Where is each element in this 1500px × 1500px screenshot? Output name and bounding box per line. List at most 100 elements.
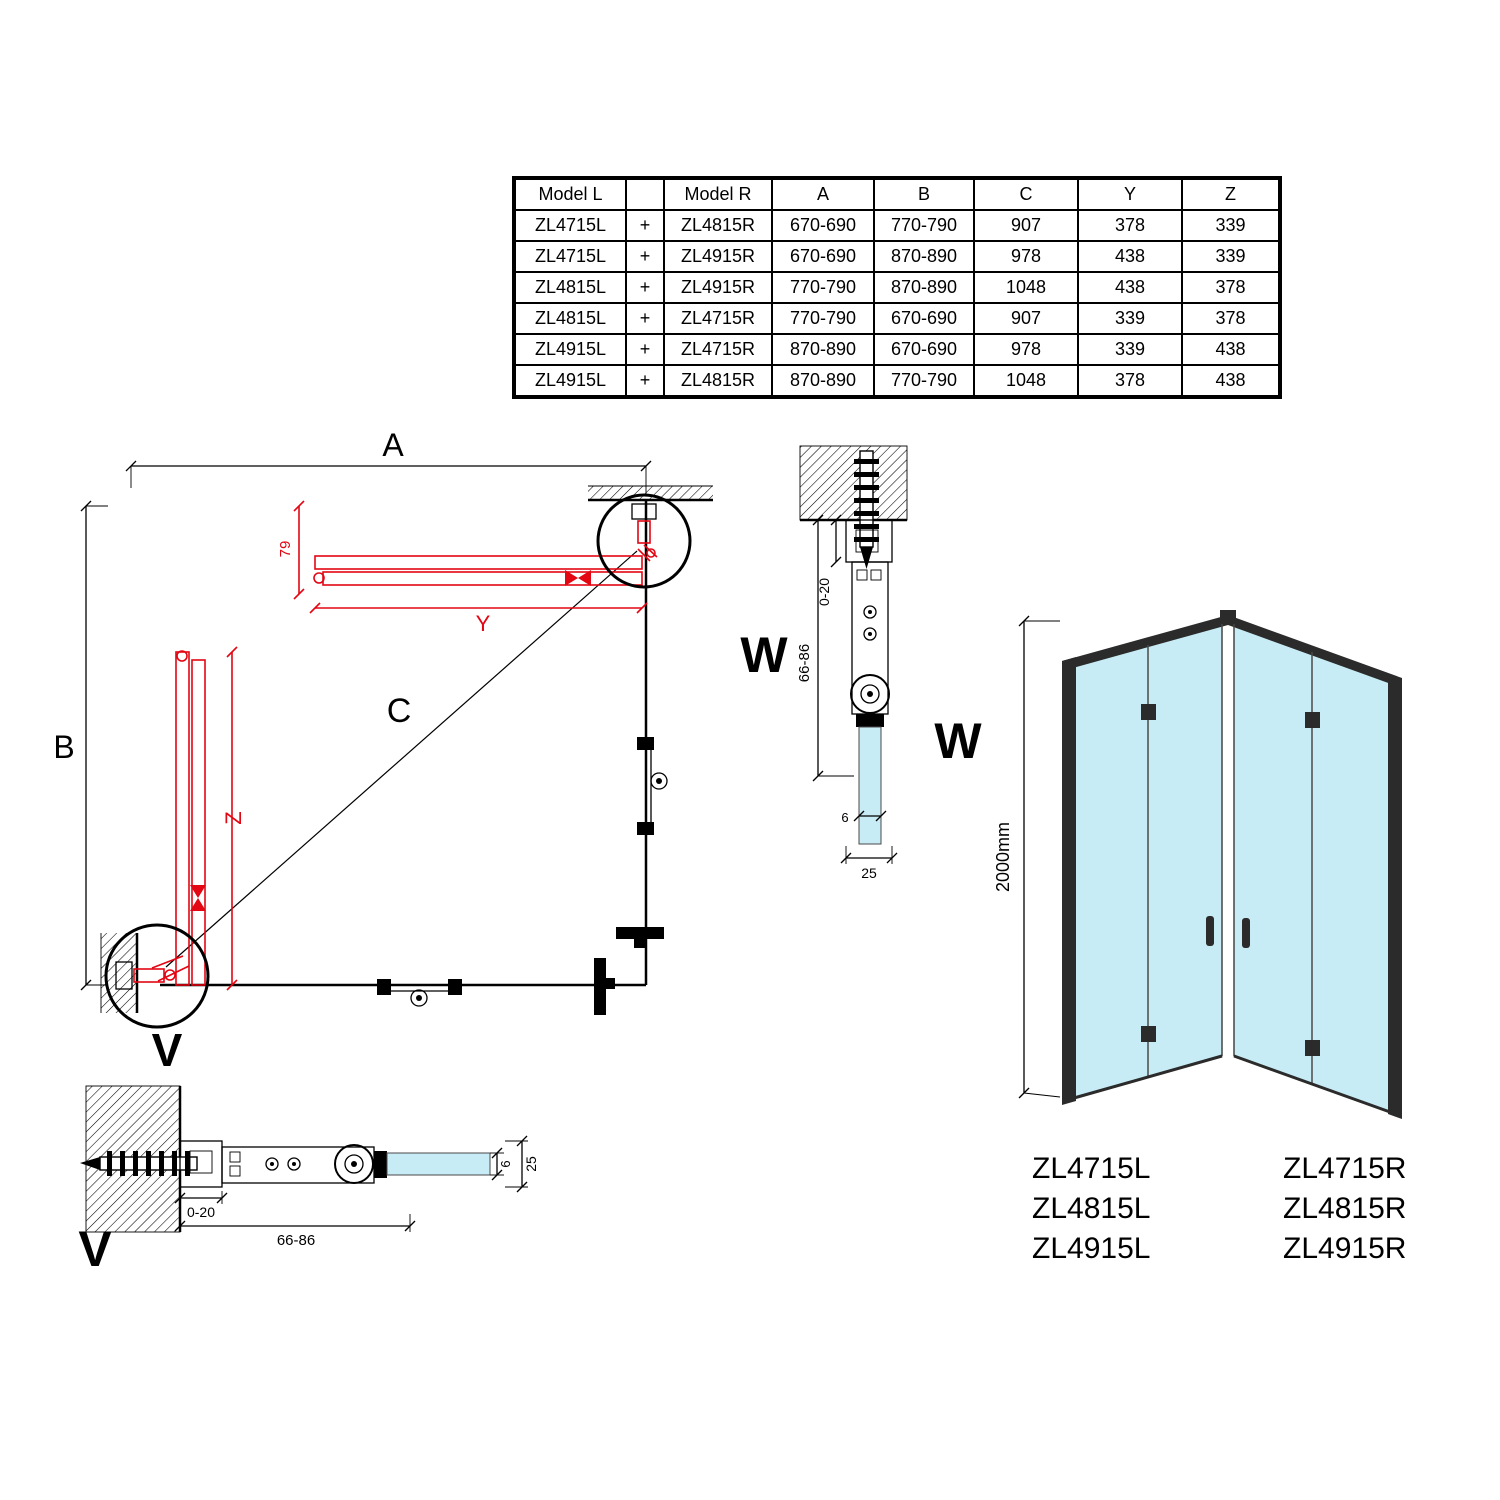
- cell: ZL4915L: [513, 333, 627, 366]
- dim-25-label: 25: [861, 865, 877, 881]
- cell: 978: [973, 333, 1079, 366]
- col-model-l: Model L: [513, 177, 627, 211]
- cell: 870-890: [771, 364, 875, 398]
- cell: 438: [1181, 364, 1281, 398]
- cell: ZL4915R: [663, 240, 773, 273]
- cell: ZL4715R: [663, 302, 773, 335]
- hinge-icon: [1305, 712, 1320, 728]
- cell: ZL4815R: [663, 209, 773, 242]
- model-label-left: ZL4915L: [1032, 1232, 1150, 1265]
- wall-profile-right: [1388, 675, 1402, 1119]
- dim-adjust-v: 66-86: [174, 1214, 416, 1249]
- dim-b-label: B: [53, 729, 74, 765]
- cell: ZL4715L: [513, 209, 627, 242]
- dim-6-label: 6: [841, 810, 848, 825]
- bottom-rail-left: [1073, 1054, 1223, 1100]
- model-dimension-table: Model L Model R A B C Y Z ZL4715L+ZL4815…: [512, 176, 1282, 399]
- cell: 670-690: [771, 209, 875, 242]
- detail-v-plan-label: V: [152, 1024, 183, 1076]
- model-label-left: ZL4715L: [1032, 1152, 1150, 1185]
- cell: ZL4815L: [513, 271, 627, 304]
- detail-circle-top: [596, 493, 692, 589]
- cell: 378: [1181, 271, 1281, 304]
- cell: ZL4815R: [663, 364, 773, 398]
- cell: 378: [1181, 302, 1281, 335]
- model-label-right: ZL4715R: [1283, 1152, 1406, 1185]
- dim-b: B: [53, 500, 108, 991]
- cell: 670-690: [873, 333, 975, 366]
- dim-25-label: 25: [523, 1156, 539, 1172]
- dim-a-label: A: [382, 427, 404, 463]
- dim-profile-v: 25: [505, 1135, 539, 1193]
- cell: ZL4715R: [663, 333, 773, 366]
- top-rail-right: [1228, 615, 1402, 688]
- hinge-icon: [1305, 1040, 1320, 1056]
- section-v: 0-20 66-86 6: [78, 1085, 539, 1277]
- model-label-right: ZL4815R: [1283, 1192, 1406, 1225]
- dim-glass-w: 6: [841, 810, 887, 825]
- door-handle-right: [1242, 918, 1250, 948]
- col-c: C: [973, 177, 1079, 211]
- cell: 670-690: [771, 240, 875, 273]
- glass-panel-section-w: [858, 726, 882, 845]
- cell: 770-790: [873, 209, 975, 242]
- col-b: B: [873, 177, 975, 211]
- dim-0-20-label: 0-20: [187, 1204, 215, 1220]
- cell: +: [625, 271, 665, 304]
- corner-cap: [1220, 610, 1236, 622]
- wall-top-right: [588, 485, 713, 502]
- plan-view: A B: [53, 427, 713, 1076]
- wall-anchor-w: [854, 450, 879, 569]
- cell: ZL4915R: [663, 271, 773, 304]
- diagonal-line: [165, 550, 638, 968]
- col-plus: [625, 177, 665, 211]
- col-y: Y: [1077, 177, 1183, 211]
- door-hardware-bottom: [377, 979, 462, 1007]
- door-handle-left: [1206, 916, 1214, 946]
- dim-y: Y: [309, 602, 648, 636]
- cell: +: [625, 364, 665, 398]
- cell: 339: [1181, 240, 1281, 273]
- wall-anchor-v: [80, 1151, 198, 1176]
- cell: 438: [1077, 271, 1183, 304]
- cell: 378: [1077, 209, 1183, 242]
- cell: 339: [1077, 302, 1183, 335]
- hinge-icon: [1141, 704, 1156, 720]
- table-header-row: Model L Model R A B C Y Z: [513, 177, 1281, 211]
- wall-profile-left: [1062, 657, 1076, 1105]
- dim-wall-gap-v: 0-20: [174, 1191, 228, 1220]
- dim-66-86-label: 66-86: [277, 1232, 315, 1249]
- section-w: 0-20 66-86 6 25: [740, 445, 982, 881]
- glass-panel-section-v: [386, 1152, 491, 1176]
- cell: ZL4915L: [513, 364, 627, 398]
- col-model-r: Model R: [663, 177, 773, 211]
- section-w-label-2: W: [934, 713, 982, 769]
- cell: 378: [1077, 364, 1183, 398]
- dim-adjust-w: 66-86: [796, 514, 854, 782]
- dim-height: 2000mm: [993, 615, 1061, 1099]
- model-label-right: ZL4915R: [1283, 1232, 1406, 1265]
- cell: 438: [1181, 333, 1281, 366]
- door-open-top: [313, 555, 643, 586]
- dim-2000mm-label: 2000mm: [993, 822, 1013, 892]
- corner-profiles: [594, 927, 664, 1015]
- cell: 438: [1077, 240, 1183, 273]
- dim-profile-w: 25: [840, 846, 898, 881]
- dim-a: A: [125, 427, 652, 494]
- dim-wall-gap-w: 0-20: [816, 514, 842, 606]
- dim-66-86-label: 66-86: [796, 644, 813, 682]
- dim-79-label: 79: [277, 541, 294, 558]
- bottom-rail-right: [1233, 1054, 1391, 1114]
- section-v-label: V: [78, 1221, 112, 1277]
- cell: 770-790: [873, 364, 975, 398]
- cell: +: [625, 209, 665, 242]
- door-open-left: [175, 650, 206, 986]
- top-rail-left: [1062, 615, 1228, 671]
